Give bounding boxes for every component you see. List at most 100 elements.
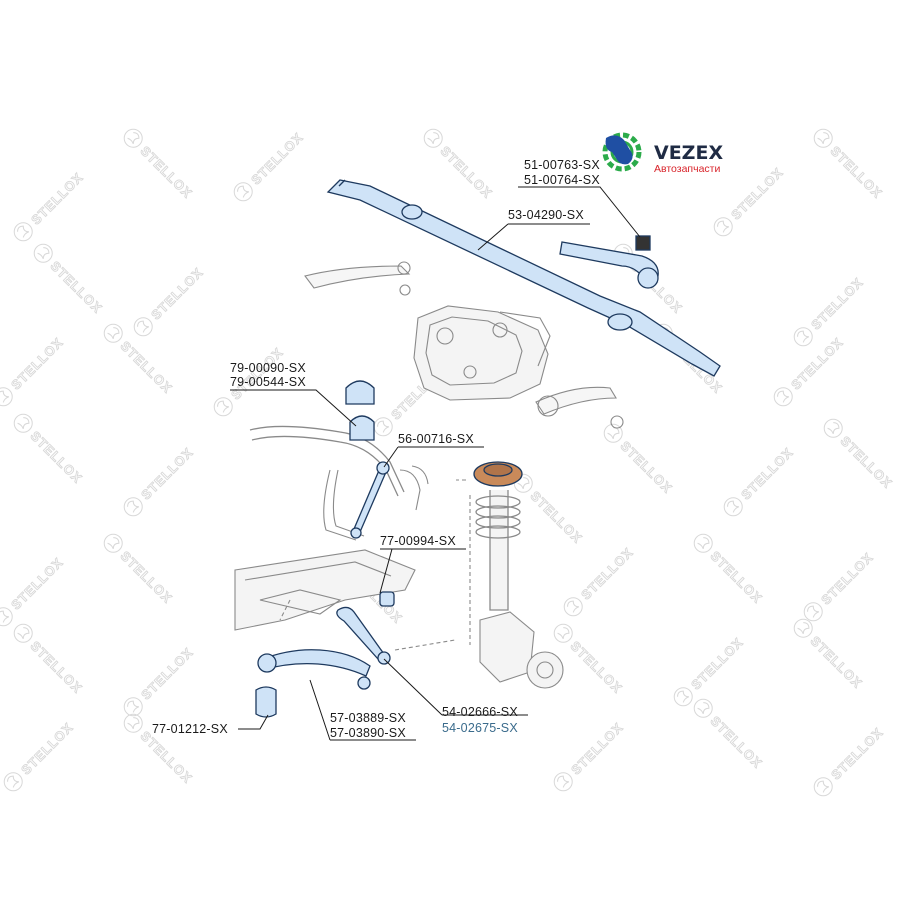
watermark-mark: STELLOX xyxy=(550,620,626,697)
watermark-emblem-icon xyxy=(10,620,37,647)
watermark-text: STELLOX xyxy=(568,720,626,778)
label-arm-bush: 77-01212-SX xyxy=(152,722,228,736)
watermark-mark: STELLOX xyxy=(0,719,77,795)
highlighted-parts xyxy=(255,179,721,718)
watermark-emblem-icon xyxy=(120,493,147,520)
watermark-mark: STELLOX xyxy=(30,240,106,317)
stabilizer-link-part xyxy=(353,467,387,533)
watermark-mark: STELLOX xyxy=(120,444,197,520)
watermark-emblem-icon xyxy=(230,178,257,205)
watermark-mark: STELLOX xyxy=(10,410,86,487)
watermark-emblem-icon xyxy=(420,125,447,152)
watermark-emblem-icon xyxy=(710,213,737,240)
watermark-text: STELLOX xyxy=(688,635,746,693)
watermark-text: STELLOX xyxy=(137,728,195,786)
watermark-mark: STELLOX xyxy=(790,615,866,692)
watermark-text: STELLOX xyxy=(18,720,76,778)
watermark-emblem-icon xyxy=(670,683,697,710)
watermark-text: STELLOX xyxy=(738,445,796,503)
watermark-mark: STELLOX xyxy=(800,549,877,625)
label-lower-arm-a: 57-03889-SX xyxy=(330,711,406,725)
watermark-text: STELLOX xyxy=(8,335,66,393)
label-strut-bush: 77-00994-SX xyxy=(380,534,456,548)
background-parts xyxy=(234,261,624,689)
watermark-text: STELLOX xyxy=(827,143,885,201)
watermark-mark: STELLOX xyxy=(720,444,797,520)
watermark-mark: STELLOX xyxy=(550,719,627,795)
watermark-text: STELLOX xyxy=(138,645,196,703)
watermark-emblem-icon xyxy=(0,768,27,795)
label-stab-bush-a: 79-00090-SX xyxy=(230,361,306,375)
label-tie-rod: 53-04290-SX xyxy=(508,208,584,222)
watermark-text: STELLOX xyxy=(148,265,206,323)
watermark-emblem-icon xyxy=(100,530,127,557)
watermark-emblem-icon xyxy=(10,218,37,245)
label-control-arm-b: 54-02675-SX xyxy=(442,721,518,735)
watermark-text: STELLOX xyxy=(27,428,85,486)
brand-subtitle: Автозапчасти xyxy=(654,163,720,175)
watermark-mark: STELLOX xyxy=(120,125,196,202)
watermark-text: STELLOX xyxy=(437,143,495,201)
watermark-emblem-icon xyxy=(560,593,587,620)
watermark-mark: STELLOX xyxy=(0,554,67,630)
wrench-icon xyxy=(605,135,633,165)
watermark-emblem-icon xyxy=(770,383,797,410)
label-stab-bush-b: 79-00544-SX xyxy=(230,375,306,389)
watermark-text: STELLOX xyxy=(527,488,585,546)
watermark-mark: STELLOX xyxy=(230,129,307,205)
label-control-arm-a: 54-02666-SX xyxy=(442,705,518,719)
watermark-text: STELLOX xyxy=(117,338,175,396)
watermark-mark: STELLOX xyxy=(690,530,766,607)
watermark-text: STELLOX xyxy=(137,143,195,201)
watermark-text: STELLOX xyxy=(567,638,625,696)
watermark-mark: STELLOX xyxy=(510,470,586,547)
watermark-text: STELLOX xyxy=(27,638,85,696)
watermark-text: STELLOX xyxy=(28,170,86,228)
watermark-emblem-icon xyxy=(120,710,147,737)
label-lower-arm-b: 57-03890-SX xyxy=(330,726,406,740)
strut-spring-part xyxy=(475,490,521,611)
watermark-emblem-icon xyxy=(10,410,37,437)
watermark-text: STELLOX xyxy=(707,713,765,771)
watermark-mark: STELLOX xyxy=(690,695,766,772)
stabilizer-bush-part xyxy=(345,380,375,405)
watermark-text: STELLOX xyxy=(578,545,636,603)
watermark-emblem-icon xyxy=(810,125,837,152)
watermark-emblem-icon xyxy=(810,773,837,800)
watermark-emblem-icon xyxy=(100,320,127,347)
watermark-emblem-icon xyxy=(690,695,717,722)
watermark-emblem-icon xyxy=(550,620,577,647)
watermark-text: STELLOX xyxy=(248,130,306,188)
watermark-mark: STELLOX xyxy=(0,334,67,410)
tie-rod-part xyxy=(326,179,721,377)
vezex-logo: VEZEX Автозапчасти xyxy=(602,132,723,175)
watermark-text: STELLOX xyxy=(808,275,866,333)
watermark-text: STELLOX xyxy=(8,555,66,613)
watermark-mark: STELLOX xyxy=(810,724,887,800)
watermark-mark: STELLOX xyxy=(790,274,867,350)
watermark-mark: STELLOX xyxy=(810,125,886,202)
watermark-emblem-icon xyxy=(120,693,147,720)
watermark-emblem-icon xyxy=(30,240,57,267)
watermark-mark: STELLOX xyxy=(100,530,176,607)
strut-bush-part xyxy=(379,591,395,607)
watermark-mark: STELLOX xyxy=(670,634,747,710)
watermark-text: STELLOX xyxy=(818,550,876,608)
watermark-emblem-icon xyxy=(550,768,577,795)
watermark-mark: STELLOX xyxy=(820,415,896,492)
label-tie-rod-end-a: 51-00763-SX xyxy=(524,158,600,172)
watermark-mark: STELLOX xyxy=(560,544,637,620)
lower-arm-part xyxy=(259,649,371,677)
watermark-text: STELLOX xyxy=(617,438,675,496)
watermark-emblem-icon xyxy=(720,493,747,520)
arm-bush-part xyxy=(255,686,277,718)
leader-lines xyxy=(230,186,641,741)
watermark-emblem-icon xyxy=(120,125,147,152)
watermark-emblem-icon xyxy=(210,393,237,420)
label-stab-link: 56-00716-SX xyxy=(398,432,474,446)
watermark-text: STELLOX xyxy=(117,548,175,606)
watermark-emblem-icon xyxy=(130,313,157,340)
watermark-emblem-icon xyxy=(690,530,717,557)
